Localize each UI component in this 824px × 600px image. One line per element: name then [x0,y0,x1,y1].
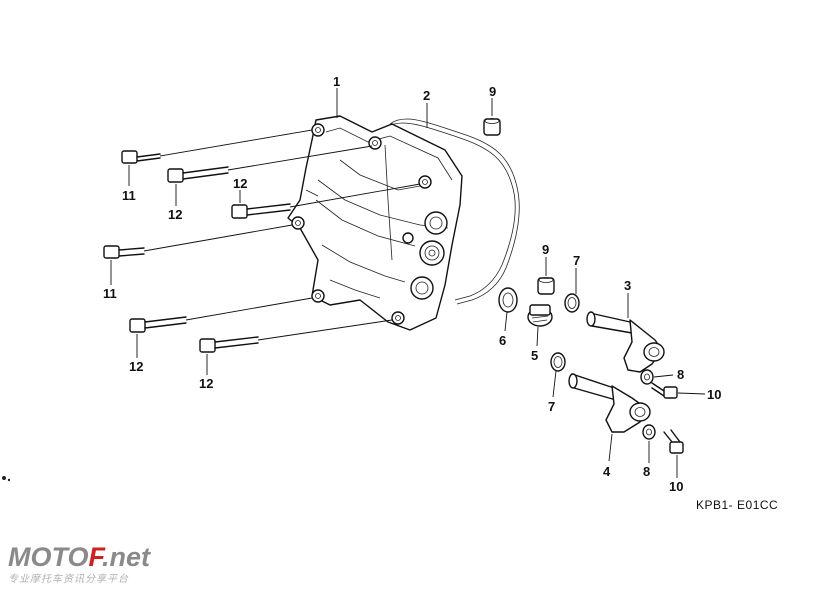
callout-1: 1 [333,74,340,89]
bolt-10-lower [663,429,684,454]
oil-seal-6 [498,287,518,313]
shift-arm-4 [568,373,651,433]
callout-9-top: 9 [489,84,496,99]
shift-arm-3 [586,311,665,373]
callout-12-upper: 12 [168,207,182,222]
callout-7-upper: 7 [573,253,580,268]
callout-12-middle: 12 [233,176,247,191]
callout-4: 4 [603,464,611,479]
callout-10-upper: 10 [707,387,721,402]
callout-12-bottom: 12 [199,376,213,391]
bolt-11-lower [103,224,293,259]
watermark-logo: MOTOF.net [8,542,151,572]
dowel-pin-9-top [483,118,501,136]
bolt-12-lower [129,297,313,333]
dowel-pin-9-right [537,277,555,295]
washer-8-lower [642,424,656,440]
callout-7-lower: 7 [548,399,555,414]
callout-8-upper: 8 [677,367,684,382]
cover-gasket [385,118,520,305]
callout-2: 2 [423,88,430,103]
drain-plug-5 [527,304,553,327]
o-ring-7-lower [550,352,566,372]
watermark-tagline: 专业摩托车资讯分享平台 [8,573,129,585]
bolt-10-upper [651,382,678,399]
callout-3: 3 [624,278,631,293]
catalog-code: KPB1- E01CC [696,498,778,512]
callout-12-lower: 12 [129,359,143,374]
callout-11-upper: 11 [122,188,136,203]
bolt-12-upper [167,145,373,183]
edge-mark [2,476,11,482]
leader-lines [110,88,706,478]
callout-8-lower: 8 [643,464,650,479]
callout-10-lower: 10 [669,479,683,494]
callout-11-lower: 11 [103,286,117,301]
o-ring-7-upper [564,293,580,313]
callout-9-right: 9 [542,242,549,257]
washer-8-upper [640,369,654,385]
callout-6: 6 [499,333,506,348]
watermark: MOTOF.net 专业摩托车资讯分享平台 [8,542,151,585]
bolt-12-middle [231,183,421,219]
callout-5: 5 [531,348,538,363]
right-crankcase-cover [287,115,463,331]
bolt-12-bottom [199,319,393,353]
bolt-11-upper [121,129,313,164]
